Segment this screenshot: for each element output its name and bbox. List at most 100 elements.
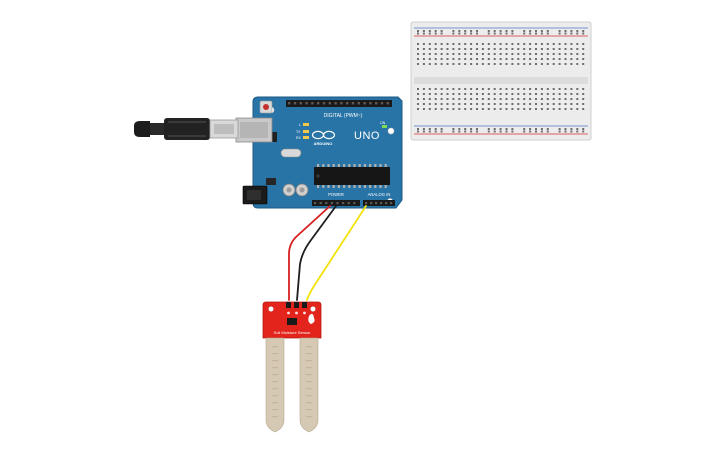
breadboard-hole [434, 108, 437, 110]
breadboard-hole [499, 43, 502, 45]
breadboard-hole [458, 48, 461, 50]
breadboard-hole [464, 58, 467, 60]
breadboard-rail-hole [523, 30, 526, 32]
breadboard-rail-hole [428, 32, 431, 35]
header-pin [311, 102, 314, 105]
breadboard-hole [582, 108, 585, 110]
probe-trace [272, 409, 278, 411]
sensor-pin-gnd[interactable] [294, 302, 299, 308]
breadboard-hole [476, 108, 478, 110]
breadboard-hole [505, 88, 508, 90]
wire-vcc[interactable] [288, 205, 331, 301]
probe-trace [272, 374, 278, 376]
breadboard[interactable] [410, 21, 592, 141]
breadboard-hole [517, 98, 520, 100]
breadboard-rail-hole [558, 32, 561, 35]
breadboard-hole [517, 53, 520, 55]
breadboard-hole [499, 88, 502, 90]
breadboard-hole [440, 93, 443, 95]
breadboard-hole [529, 108, 532, 110]
atmega-chip-legs [317, 164, 387, 188]
breadboard-hole [470, 98, 473, 100]
digital-header-label: DIGITAL (PWM~) [324, 113, 363, 119]
breadboard-hole [523, 58, 526, 60]
breadboard-hole [417, 48, 419, 50]
crystal-oscillator [280, 148, 302, 158]
header-pin [357, 102, 360, 105]
probe-trace [306, 381, 312, 383]
probe-trace [306, 353, 312, 355]
sensor-pin-signal[interactable] [302, 302, 307, 308]
arduino-logo: ARDUINO [311, 130, 336, 146]
power-header[interactable] [312, 200, 360, 206]
breadboard-hole [564, 93, 567, 95]
probe-trace [272, 402, 278, 404]
breadboard-hole [523, 63, 526, 65]
breadboard-hole [446, 53, 449, 55]
soil-moisture-sensor[interactable]: Soil Moisture Sensor [262, 301, 322, 433]
voltage-regulator [266, 178, 276, 185]
header-pin [346, 102, 349, 105]
breadboard-hole [540, 43, 543, 45]
breadboard-rail-hole [511, 32, 514, 35]
breadboard-rail-hole [511, 130, 514, 133]
breadboard-hole [446, 98, 449, 100]
header-pin [288, 102, 291, 105]
wire-gnd[interactable] [296, 205, 337, 301]
breadboard-rail-hole [493, 30, 496, 32]
breadboard-hole [576, 88, 579, 90]
breadboard-rail-hole [428, 128, 431, 130]
usb-connector-ridge [168, 121, 206, 123]
bottom-header-pins [314, 202, 393, 205]
breadboard-hole [428, 108, 431, 110]
led-tx-icon [303, 130, 309, 133]
breadboard-hole [476, 53, 478, 55]
analog-header-label: ANALOG IN [368, 192, 391, 197]
digital-header[interactable] [286, 100, 392, 107]
breadboard-hole [440, 63, 443, 65]
breadboard-hole [582, 43, 585, 45]
breadboard-hole [540, 103, 543, 105]
breadboard-hole [422, 88, 425, 90]
breadboard-hole [417, 63, 419, 65]
sensor-pin-vcc[interactable] [286, 302, 291, 308]
breadboard-hole [440, 88, 443, 90]
breadboard-hole [529, 43, 532, 45]
usb-cable[interactable] [134, 118, 239, 140]
breadboard-rail-hole [422, 130, 425, 133]
header-pin [375, 102, 378, 105]
breadboard-hole [428, 48, 431, 50]
breadboard-hole [570, 98, 573, 100]
breadboard-hole [452, 103, 455, 105]
breadboard-hole [552, 48, 555, 50]
breadboard-hole [422, 58, 425, 60]
analog-header[interactable] [363, 200, 395, 206]
breadboard-hole [499, 53, 502, 55]
breadboard-hole [564, 63, 567, 65]
jumper-wires [288, 205, 367, 301]
breadboard-hole [558, 88, 561, 90]
breadboard-hole [517, 88, 520, 90]
breadboard-rail-hole [570, 30, 573, 32]
breadboard-rail-hole [511, 30, 514, 32]
chip-leg [322, 164, 325, 167]
breadboard-hole [505, 43, 508, 45]
breadboard-rail-hole [564, 128, 567, 130]
breadboard-rail-hole [505, 128, 508, 130]
breadboard-hole [464, 108, 467, 110]
wire-signal[interactable] [306, 205, 367, 301]
breadboard-rail-hole [476, 130, 478, 133]
breadboard-hole [511, 43, 514, 45]
header-pin [299, 102, 302, 105]
breadboard-hole [417, 53, 419, 55]
arduino-uno-board[interactable]: DIGITAL (PWM~) ARDUINO UNO L TX RX ON [235, 96, 403, 209]
breadboard-hole [422, 98, 425, 100]
header-pin [370, 202, 373, 205]
breadboard-rail-hole [476, 30, 478, 32]
breadboard-rail-hole [582, 130, 585, 133]
probe-trace [272, 388, 278, 390]
breadboard-hole [529, 58, 532, 60]
breadboard-hole [517, 103, 520, 105]
